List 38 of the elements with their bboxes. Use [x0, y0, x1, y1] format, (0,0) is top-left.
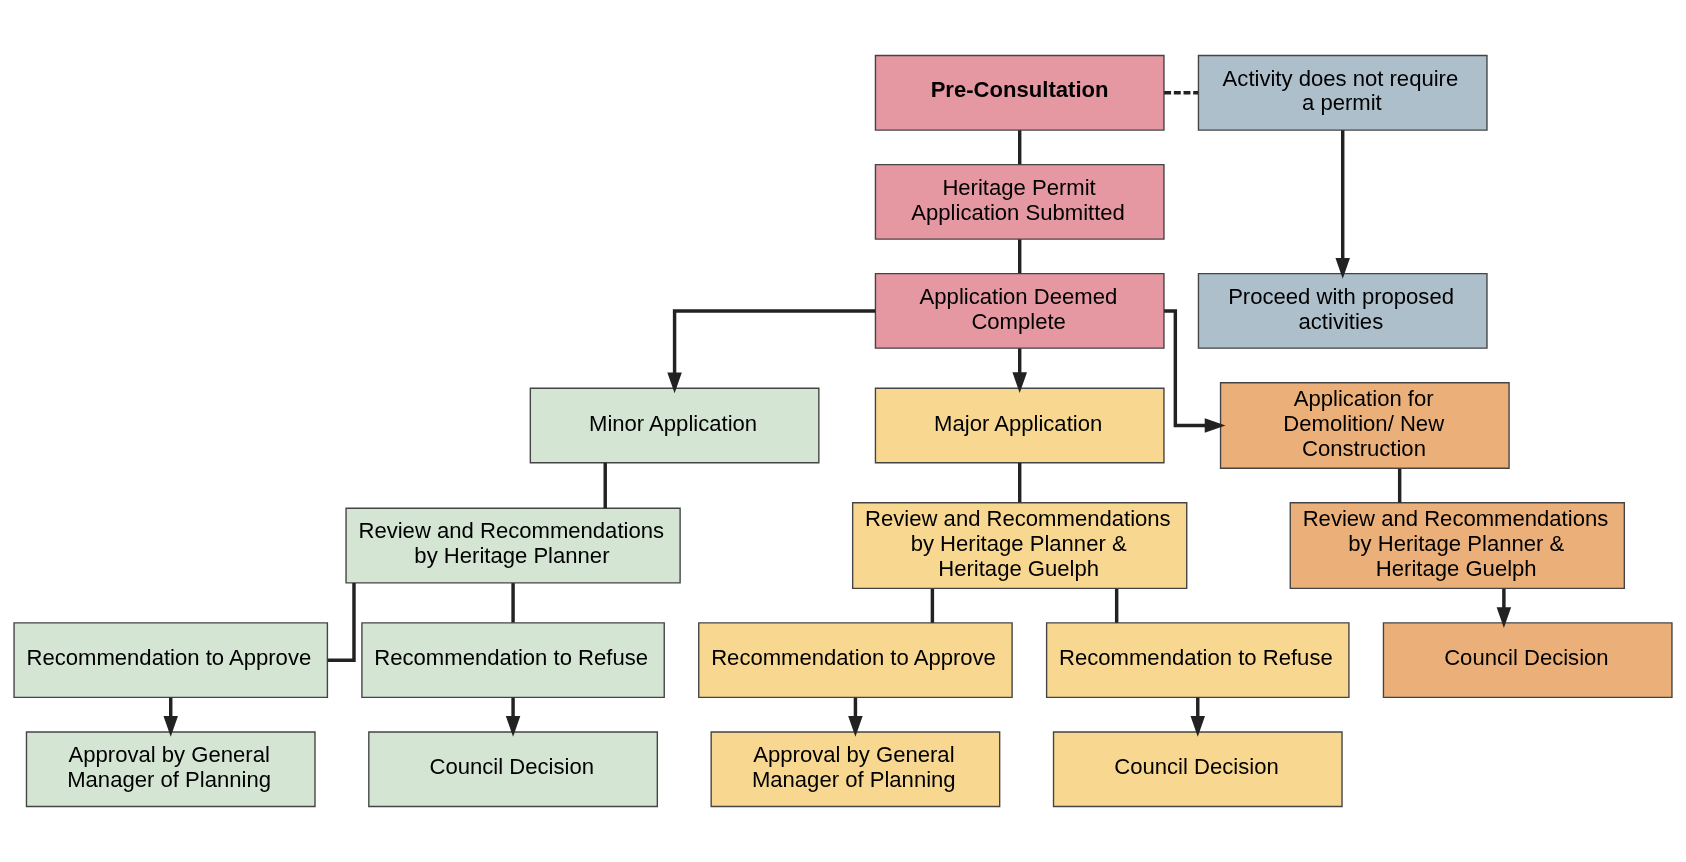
node-box: Council Decision: [368, 731, 659, 808]
connector: [511, 583, 515, 623]
arrow: [505, 697, 521, 737]
node-box: Approval by General Manager of Planning: [710, 731, 1001, 808]
node-box: Heritage Permit Application Submitted: [874, 163, 1165, 240]
connector: [1017, 239, 1022, 274]
node-box: Pre-Consultation: [874, 54, 1165, 131]
node-box: Review and Recommendations by Heritage Planner: [345, 507, 681, 584]
connector: [1017, 130, 1022, 165]
node-box: Review and Recommendations by Heritage Planner & Heritage Guelph: [1289, 502, 1625, 590]
node-box: Council Decision: [1382, 622, 1673, 699]
connector: [930, 588, 935, 623]
arrow: [163, 697, 178, 737]
arrow: [848, 697, 863, 737]
connector: [1017, 462, 1022, 503]
connector: [1164, 91, 1199, 95]
node-box: Minor Application: [529, 387, 820, 464]
node-box: Application Deemed Complete: [874, 272, 1165, 349]
node-box: Recommendation to Approve: [13, 622, 329, 699]
node-box: Proceed with proposed activities: [1197, 272, 1488, 349]
node-box: Recommendation to Refuse: [361, 622, 665, 699]
node-box: Application for Demolition/ New Construction: [1219, 382, 1510, 469]
node-box: Activity does not require a permit: [1197, 54, 1488, 131]
node-box: Recommendation to Refuse: [1045, 622, 1350, 699]
node-box: Major Application: [874, 387, 1165, 464]
node-box: Council Decision: [1052, 731, 1343, 808]
connector: [603, 462, 607, 509]
connector: [1114, 588, 1119, 623]
node-box: Recommendation to Approve: [698, 622, 1013, 699]
arrow: [1190, 697, 1206, 737]
node-box: Approval by General Manager of Planning: [25, 731, 316, 808]
arrow: [1335, 130, 1350, 279]
node-box: Review and Recommendations by Heritage Planner & Heritage Guelph: [851, 502, 1188, 590]
connector: [1397, 468, 1402, 503]
arrow: [1164, 309, 1226, 433]
arrow: [667, 309, 876, 394]
arrow: [1012, 348, 1027, 394]
arrow: [1496, 588, 1512, 628]
